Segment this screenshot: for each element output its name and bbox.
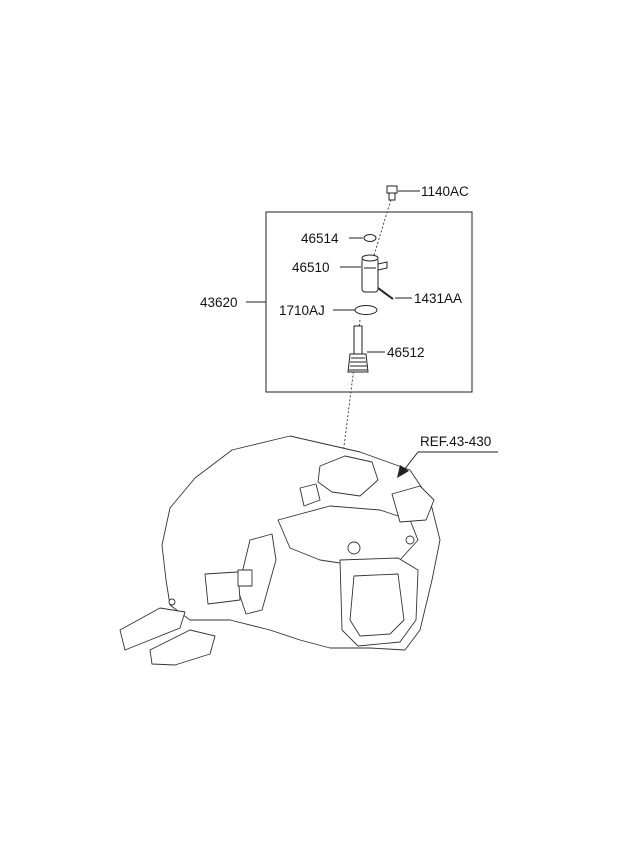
label-46512: 46512: [387, 345, 425, 360]
label-1431aa: 1431AA: [414, 291, 462, 306]
label-ref: REF.43-430: [420, 434, 491, 449]
label-46510: 46510: [292, 260, 330, 275]
washer-46514[interactable]: [363, 234, 377, 242]
pin-1431aa[interactable]: [377, 287, 394, 300]
gear-46512[interactable]: [347, 325, 369, 373]
bolt-1140ac[interactable]: [386, 185, 398, 201]
sleeve-46510[interactable]: [361, 254, 388, 293]
label-1710aj: 1710AJ: [279, 303, 325, 318]
oring-1710aj[interactable]: [354, 305, 378, 315]
label-1140ac: 1140AC: [421, 184, 469, 199]
transmission-housing: [119, 435, 441, 666]
label-46514: 46514: [301, 231, 339, 246]
label-43620: 43620: [200, 295, 238, 310]
ref-callout[interactable]: REF.43-430: [397, 434, 498, 478]
